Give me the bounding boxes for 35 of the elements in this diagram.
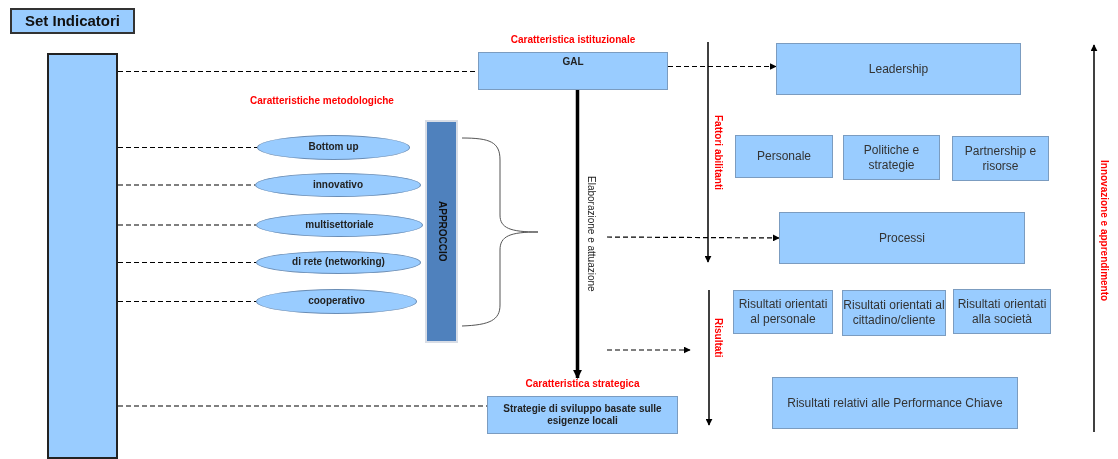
dashed-connector [117, 184, 256, 186]
section-heading: Caratteristiche metodologiche [250, 95, 394, 106]
edge-label: Elaborazione e attuazione [585, 174, 597, 294]
criterion-box: Leadership [776, 43, 1021, 95]
feature-ellipse: multisettoriale [256, 213, 423, 237]
criterion-box: Risultati orientati al cittadino/cliente [842, 290, 946, 336]
approach-bar: APPROCCIO [425, 120, 458, 343]
section-heading: Caratteristica istituzionale [509, 34, 637, 45]
arrow [606, 234, 780, 242]
strategy-box: Strategie di sviluppo basate sulle esigenze locali [487, 396, 678, 434]
criterion-box: Processi [779, 212, 1025, 264]
feature-ellipse: Bottom up [257, 135, 410, 160]
feature-ellipse: innovativo [255, 173, 421, 197]
arrow [667, 63, 777, 70]
criterion-box: Partnership e risorse [952, 136, 1049, 181]
axis-label: Risultati [713, 318, 724, 358]
dashed-connector [117, 224, 257, 226]
feature-ellipse: di rete (networking) [256, 251, 421, 274]
axis-label: Innovazione e apprendimento [1099, 160, 1110, 302]
feature-ellipse: cooperativo [256, 289, 417, 314]
title-box: Set Indicatori [10, 8, 135, 34]
criterion-box: Politiche e strategie [843, 135, 940, 180]
criterion-box: Risultati relativi alle Performance Chiave [772, 377, 1018, 429]
dashed-connector [117, 405, 488, 407]
criterion-box: Risultati orientati al personale [733, 290, 833, 334]
dashed-connector [117, 146, 258, 149]
section-heading: Caratteristica strategica [524, 378, 641, 389]
criterion-box: Personale [735, 135, 833, 178]
criterion-box: Risultati orientati alla società [953, 289, 1051, 334]
arrow [573, 90, 582, 379]
indicator-bar [47, 53, 118, 459]
dashed-connector [117, 300, 257, 303]
institution-box: GAL [478, 52, 668, 90]
dashed-connector [117, 261, 257, 264]
axis-label: Fattori abilitanti [713, 115, 724, 190]
